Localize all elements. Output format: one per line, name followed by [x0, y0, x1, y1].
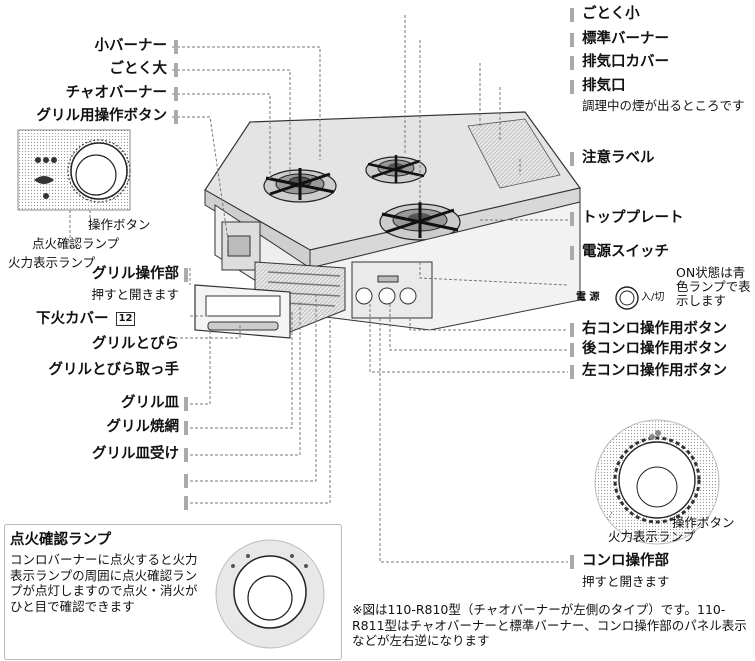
label-exhaust: 排気口 [582, 78, 626, 94]
label-exhaust-cover: 排気口カバー [582, 54, 669, 70]
power-switch-icon [615, 286, 639, 310]
stove-knob-inset [594, 419, 720, 545]
label-lower-cover: 下火カバー 12 [36, 311, 136, 328]
label-stove-panel-note: 押すと開きます [582, 574, 670, 589]
label-power-switch: 電源スイッチ [582, 244, 669, 260]
label-knob-op: 操作ボタン [672, 515, 735, 530]
label-std-burner: 標準バーナー [582, 31, 669, 47]
label-stove-panel: コンロ操作部 [582, 553, 669, 569]
footnote: ※図は110-R810型（チャオバーナーが左側のタイプ）です。110-R811型… [352, 602, 747, 649]
ignition-box-title: 点火確認ランプ [10, 532, 112, 548]
label-op-button: 操作ボタン [88, 217, 151, 232]
label-exhaust-note: 調理中の煙が出るところです [582, 98, 745, 113]
ignition-info-box [4, 524, 342, 660]
burner-chao [263, 168, 337, 203]
label-trivet-small: ごとく小 [582, 6, 640, 22]
label-markers [174, 8, 574, 569]
ignition-knob-illustration [215, 539, 325, 649]
label-small-burner: 小バーナー [94, 38, 168, 54]
leader-lines [69, 15, 569, 563]
label-trivet-large: ごとく大 [109, 61, 167, 77]
grill-drawer [194, 261, 346, 339]
power-mark: 電 源 [576, 292, 600, 303]
label-grill-handle: グリルとびら取っ手 [48, 362, 180, 378]
grill-button-inset [17, 129, 131, 211]
label-grill-plate: グリル皿 [121, 395, 179, 411]
label-right-button: 右コンロ操作用ボタン [582, 321, 727, 337]
burner-small [365, 155, 427, 184]
stove-body [214, 201, 581, 331]
label-grill-panel-note: 押すと開きます [91, 287, 179, 302]
ignition-box-body: コンロバーナーに点火すると火力表示ランプの周囲に点火確認ランプが点灯しますので点… [10, 552, 198, 614]
label-top-plate: トッププレート [582, 210, 684, 226]
label-grill-door: グリルとびら [92, 336, 179, 352]
label-left-button: 左コンロ操作用ボタン [582, 363, 727, 379]
page-ref-badge: 12 [115, 312, 136, 326]
label-knob-flame: 火力表示ランプ [608, 529, 696, 544]
label-rear-button: 後コンロ操作用ボタン [582, 341, 727, 357]
burner-standard [379, 202, 461, 241]
label-grill-net: グリル焼網 [106, 419, 180, 435]
label-flame-lamp: 火力表示ランプ [8, 255, 96, 270]
label-grill-panel: グリル操作部 [92, 266, 179, 282]
label-grill-plate-holder: グリル皿受け [92, 446, 179, 462]
label-caution: 注意ラベル [582, 150, 655, 166]
label-grill-button: グリル用操作ボタン [36, 108, 168, 124]
power-onoff: 入/切 [641, 292, 665, 303]
label-ignition-lamp: 点火確認ランプ [32, 236, 120, 251]
label-on-note: ON状態は青色ランプで表示します [676, 265, 751, 308]
label-chao-burner: チャオバーナー [65, 85, 167, 101]
